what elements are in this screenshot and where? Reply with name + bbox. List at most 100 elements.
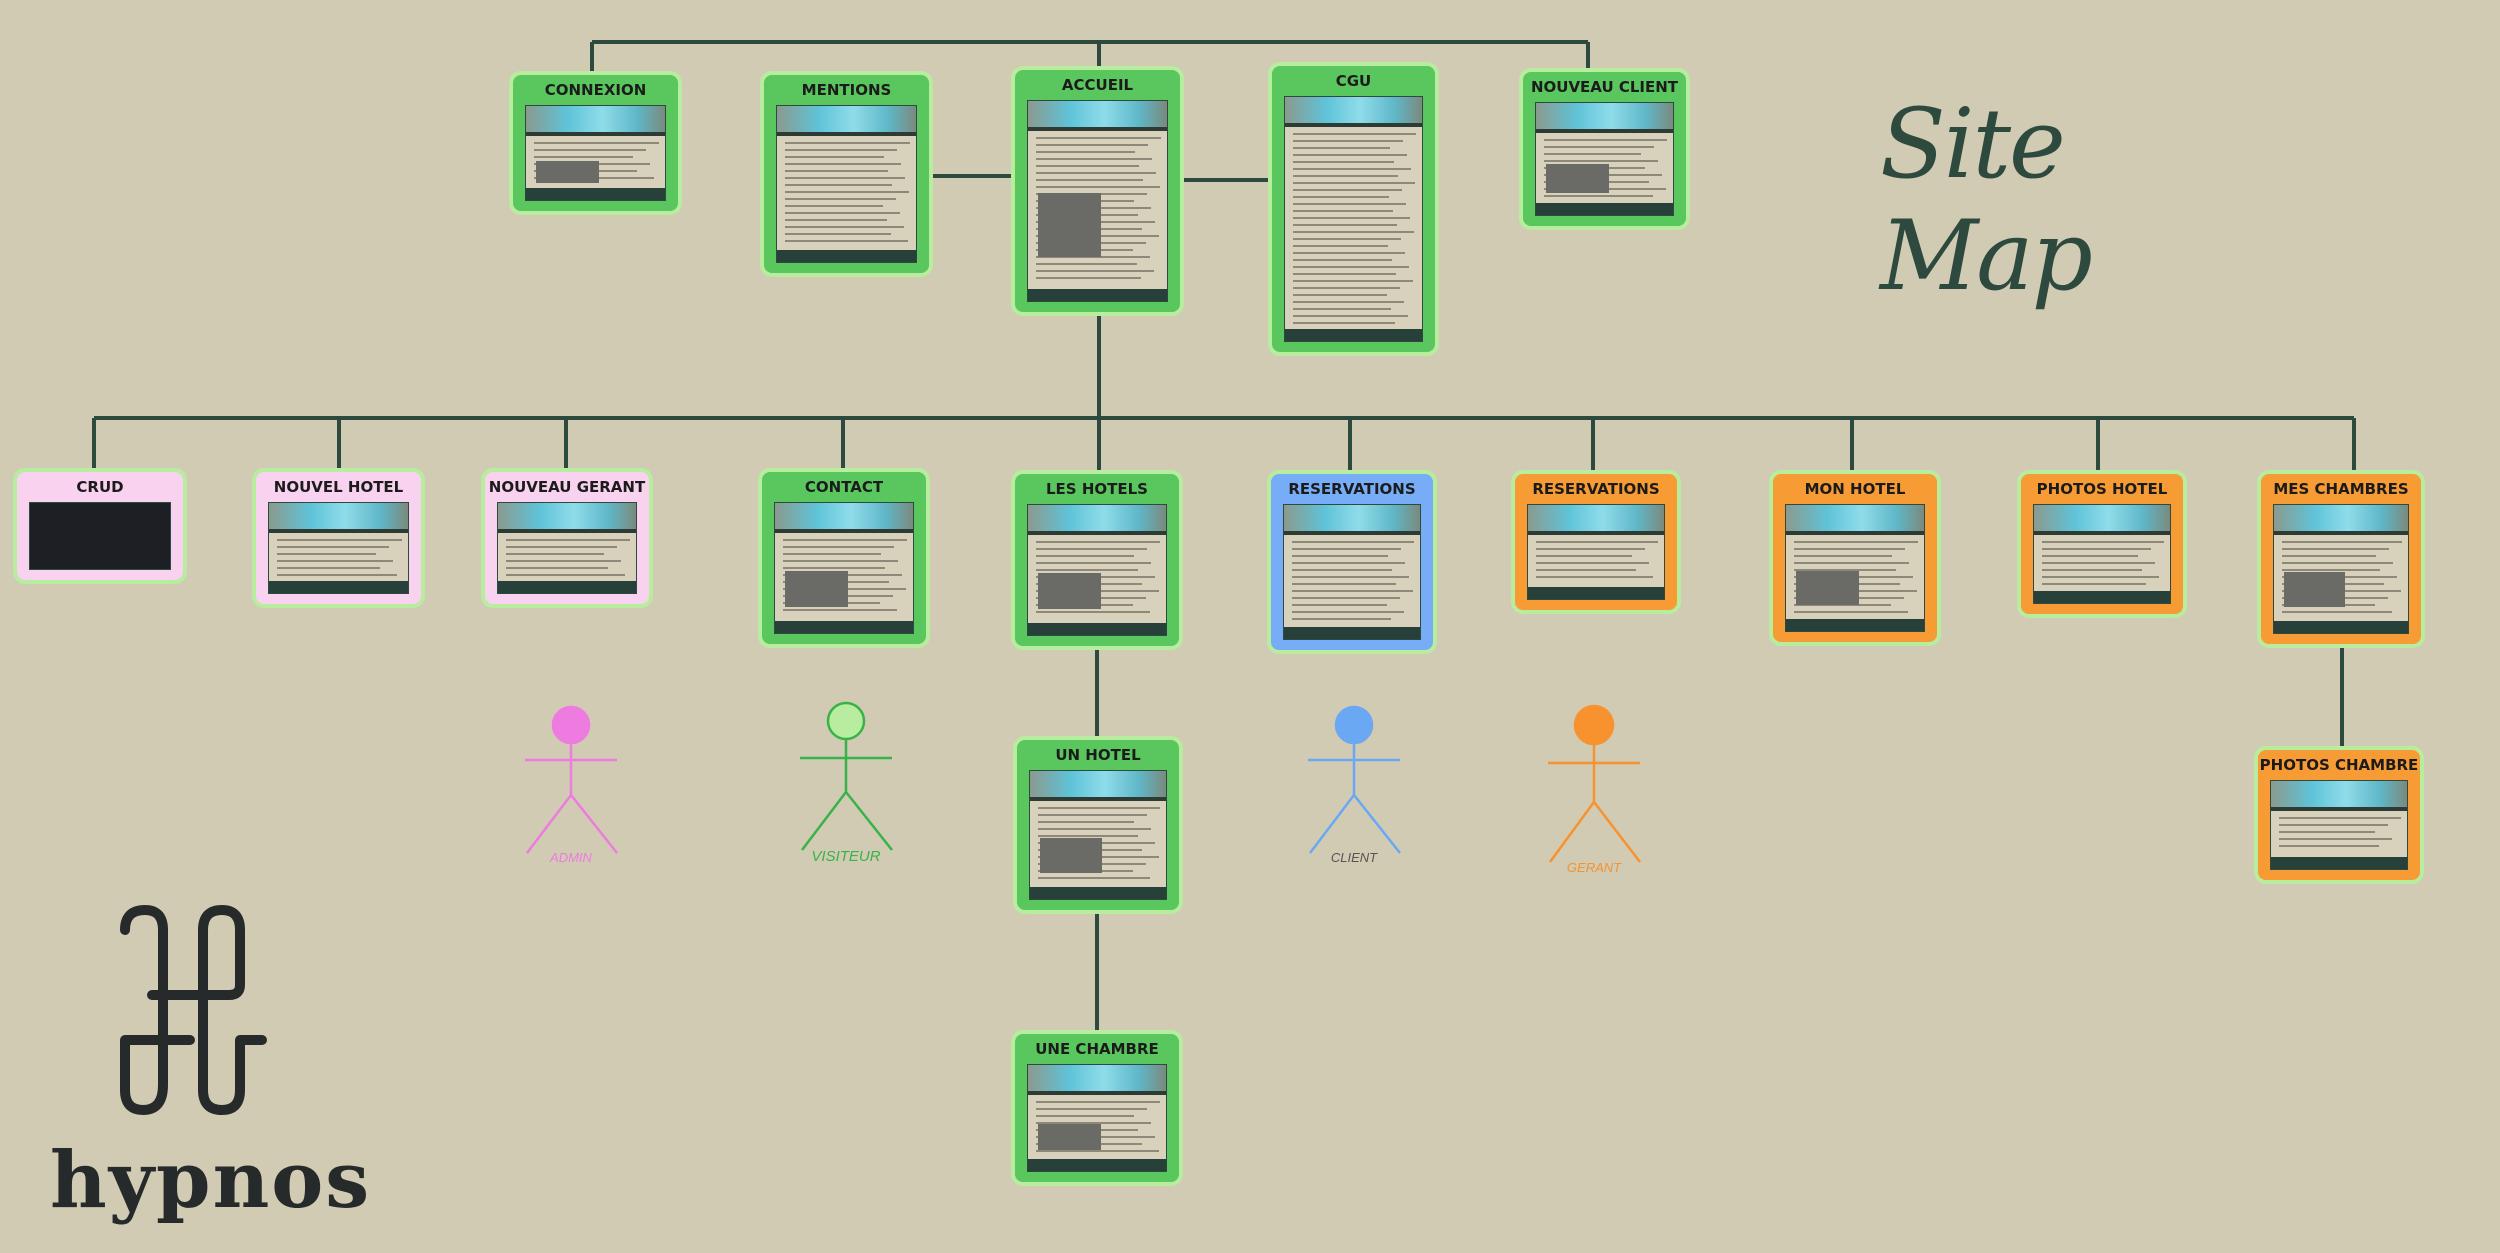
page-card-nouvel-hotel[interactable]: NOUVEL HOTEL [256,472,421,604]
thumbnail-text-line [1036,186,1160,188]
page-card-connexion[interactable]: CONNEXION [513,75,678,211]
thumbnail-foot [1284,627,1420,639]
page-card-mes-chambres[interactable]: MES CHAMBRES [2261,474,2421,644]
thumbnail-hdr [1028,1065,1166,1091]
thumbnail-text-line [1038,828,1151,830]
thumbnail-text-line [785,184,892,186]
thumbnail-nav [526,132,665,136]
page-card-crud[interactable]: CRUD [17,472,183,580]
page-card-photos-hotel[interactable]: PHOTOS HOTEL [2021,474,2183,614]
page-card-cgu[interactable]: CGU [1272,66,1435,352]
thumbnail-hdr [1028,505,1166,531]
thumbnail-text-line [1536,576,1653,578]
page-card-title: NOUVEL HOTEL [273,478,404,496]
thumbnail-text-line [785,142,910,144]
thumbnail-foot [269,581,408,593]
thumbnail-text-line [1292,555,1388,557]
thumbnail-text-line [1293,280,1413,282]
actor-gerant-figure [1548,704,1641,863]
thumbnail-text-line [1293,238,1401,240]
thumbnail-hdr [1030,771,1166,797]
thumbnail-text-line [2282,562,2393,564]
thumbnail-text-line [1536,541,1658,543]
page-card-title: MON HOTEL [1804,480,1906,498]
page-card-reservations-client[interactable]: RESERVATIONS [1271,474,1433,650]
page-card-title: CGU [1335,72,1372,90]
thumbnail-text-line [1293,322,1395,324]
thumbnail-text-line [1292,604,1387,606]
thumbnail-text-line [1293,210,1393,212]
thumbnail-text-line [1036,137,1161,139]
thumbnail-text-line [785,226,904,228]
thumbnail-text-line [1536,555,1632,557]
thumbnail-nav [1028,1091,1166,1095]
thumbnail-photo [536,161,599,183]
page-card-title: MENTIONS [801,81,892,99]
thumbnail-text-line [534,142,659,144]
page-card-les-hotels[interactable]: LES HOTELS [1015,474,1179,646]
thumbnail-hdr [2274,505,2408,531]
thumbnail-text-line [1036,555,1134,557]
thumbnail-text-line [2279,824,2388,826]
thumbnail-text-line [506,574,625,576]
thumbnail-text-line [783,560,898,562]
page-card-title: MES CHAMBRES [2273,480,2409,498]
thumbnail-nav [1528,531,1664,535]
thumbnail-text-line [1794,611,1908,613]
thumbnail-text-line [277,567,380,569]
thumbnail-hdr [1028,101,1167,127]
thumbnail-hdr [1284,505,1420,531]
thumbnail-nav [1284,531,1420,535]
thumbnail-foot [1028,289,1167,301]
thumbnail-text-line [783,609,897,611]
page-thumbnail [1027,100,1168,302]
thumbnail-foot [526,188,665,200]
thumbnail-text-line [1293,154,1407,156]
thumbnail-text-line [2042,548,2151,550]
thumbnail-text-line [1036,1115,1134,1117]
page-thumbnail [29,502,171,570]
thumbnail-text-line [783,546,894,548]
thumbnail-text-line [1293,147,1390,149]
page-card-nouveau-gerant[interactable]: NOUVEAU GERANT [485,472,649,604]
page-thumbnail [2033,504,2171,604]
page-card-title: RESERVATIONS [1532,480,1660,498]
thumbnail-text-line [1794,604,1891,606]
page-card-reservations-gerant[interactable]: RESERVATIONS [1515,474,1677,610]
page-thumbnail [268,502,409,594]
page-card-accueil[interactable]: ACCUEIL [1015,70,1180,312]
thumbnail-hdr [777,106,916,132]
thumbnail-foot [1028,1159,1166,1171]
thumbnail-nav [1285,123,1422,127]
page-card-mentions[interactable]: MENTIONS [764,75,929,273]
thumbnail-text-line [783,567,885,569]
thumbnail-hdr [526,106,665,132]
page-thumbnail [774,502,914,634]
thumbnail-foot [1536,203,1673,215]
page-card-contact[interactable]: CONTACT [762,472,926,644]
thumbnail-nav [775,529,913,533]
thumbnail-hdr [2271,781,2407,807]
page-card-mon-hotel[interactable]: MON HOTEL [1773,474,1937,642]
thumbnail-text-line [1293,259,1392,261]
page-card-title: NOUVEAU CLIENT [1530,78,1679,96]
thumbnail-text-line [785,233,891,235]
page-card-photos-chambre[interactable]: PHOTOS CHAMBRE [2258,750,2420,880]
thumbnail-text-line [1293,301,1404,303]
thumbnail-text-line [1293,287,1400,289]
page-card-un-hotel[interactable]: UN HOTEL [1017,740,1179,910]
thumbnail-text-line [1293,189,1402,191]
thumbnail-text-line [785,177,905,179]
page-card-nouveau-client[interactable]: NOUVEAU CLIENT [1523,72,1686,226]
thumbnail-text-line [785,212,900,214]
thumbnail-foot [777,250,916,262]
thumbnail-hdr [498,503,636,529]
thumbnail-photo [1038,1124,1101,1150]
page-card-une-chambre[interactable]: UNE CHAMBRE [1015,1034,1179,1182]
thumbnail-text-line [1293,175,1398,177]
thumbnail-text-line [1036,277,1141,279]
thumbnail-text-line [1292,618,1391,620]
thumbnail-foot [775,621,913,633]
thumbnail-text-line [1292,562,1405,564]
thumbnail-text-line [2042,576,2159,578]
